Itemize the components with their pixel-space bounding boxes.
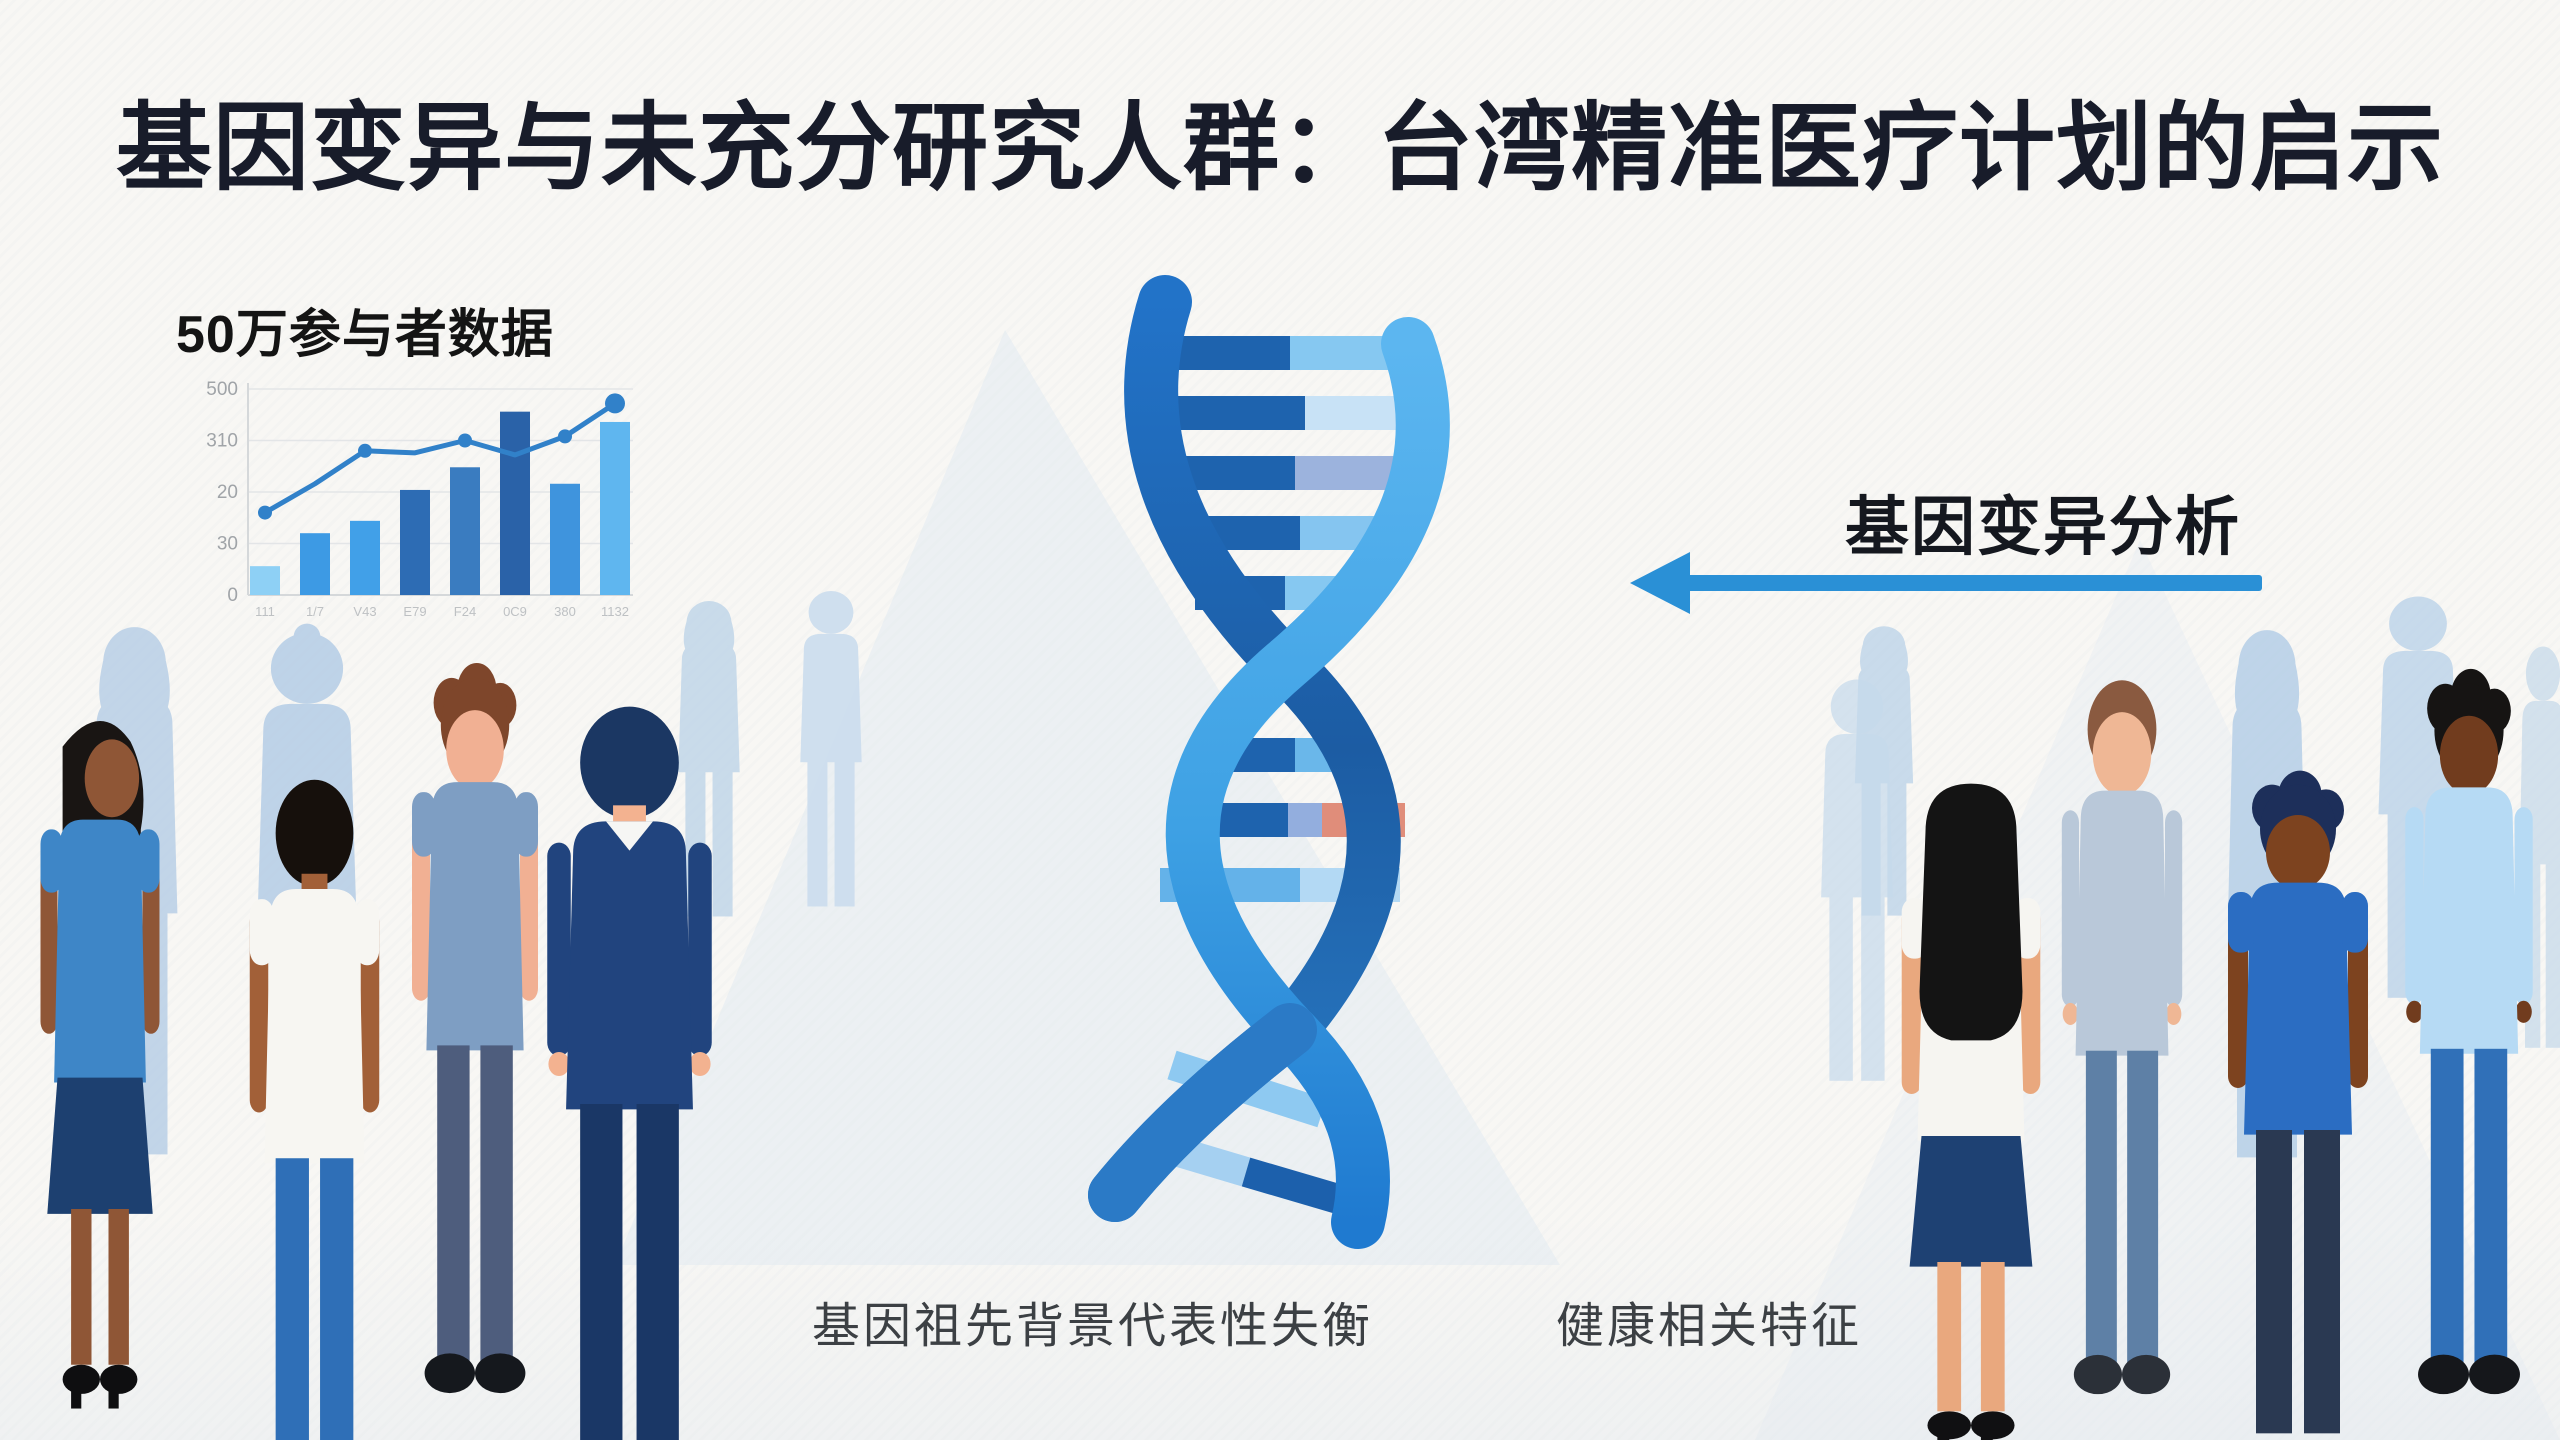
chart-bar: [350, 520, 380, 595]
svg-text:F24: F24: [454, 604, 476, 619]
arrow-label: 基因变异分析: [1845, 491, 2241, 563]
arrow-head: [1630, 552, 1690, 614]
page-title: 基因变异与未充分研究人群：台湾精准医疗计划的启示: [116, 95, 2444, 202]
chart-heading: 50万参与者数据: [176, 306, 554, 364]
chart-bar: [550, 483, 580, 595]
arrow-shaft: [1684, 575, 2262, 591]
chart-bar: [250, 566, 280, 595]
caption-health-traits: 健康相关特征: [1556, 1300, 1863, 1353]
silhouette-man-right-pair: [1821, 679, 1893, 1081]
chart-trend-line: [263, 401, 617, 515]
chart-bar: [600, 421, 630, 595]
svg-text:E79: E79: [403, 604, 426, 619]
chart-line-marker: [558, 429, 572, 444]
svg-text:380: 380: [554, 604, 576, 619]
chart-bar: [400, 489, 430, 595]
svg-text:20: 20: [217, 482, 238, 503]
svg-text:0C9: 0C9: [503, 604, 527, 619]
svg-text:500: 500: [206, 379, 238, 400]
silhouette-man-mid: [800, 591, 862, 907]
woman-blue-top-left: [40, 721, 160, 1409]
svg-text:1132: 1132: [601, 604, 629, 619]
caption-ancestry-imbalance: 基因祖先背景代表性失衡: [812, 1300, 1374, 1353]
man-gray-shirt-right: [2061, 680, 2183, 1395]
woman-white-top-back-right: [1901, 783, 2041, 1440]
svg-text:30: 30: [217, 534, 238, 555]
chart-bar: [450, 467, 480, 595]
chart-line-marker: [458, 433, 472, 448]
svg-text:V43: V43: [353, 604, 376, 619]
analysis-arrow: [1630, 552, 2262, 614]
boy-blue-tshirt-right: [2228, 770, 2368, 1434]
man-lightblue-shirt-right: [2405, 668, 2533, 1395]
svg-text:0: 0: [227, 585, 238, 606]
svg-text:310: 310: [206, 431, 238, 452]
man-white-tshirt-back: [249, 779, 380, 1440]
man-navy-suit-back: [547, 706, 712, 1440]
chart-line-marker: [258, 505, 272, 520]
participants-bar-chart: 500 310 20 30 0 111 1/7 V43 E79 F24 0C9 380 1132: [206, 379, 633, 619]
man-curly-blue-shirt-left: [412, 662, 538, 1394]
svg-text:1/7: 1/7: [306, 604, 324, 619]
chart-line-marker: [358, 443, 372, 458]
dna-rung-periwinkle-segment: [1288, 803, 1322, 837]
chart-line-marker: [605, 393, 625, 414]
chart-bar: [300, 533, 330, 595]
svg-text:111: 111: [255, 604, 275, 619]
dna-strand-light: [1165, 317, 1450, 1249]
dna-strand-dark-tail: [1088, 1003, 1317, 1222]
dna-helix-illustration: [1088, 275, 1450, 1249]
chart-bar: [500, 411, 530, 595]
